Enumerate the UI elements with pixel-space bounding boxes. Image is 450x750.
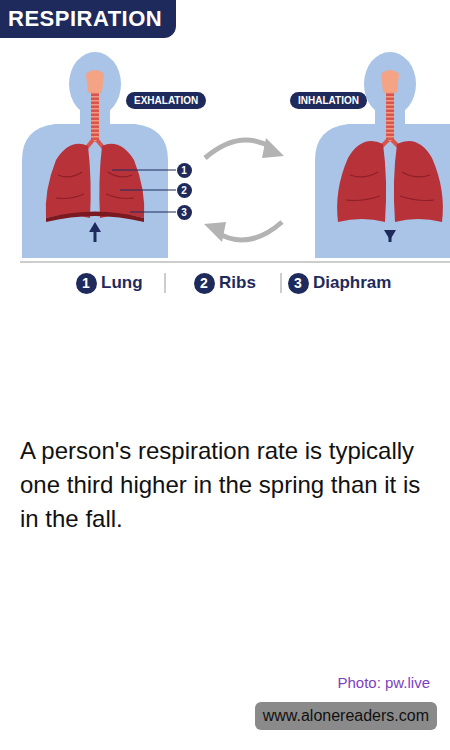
node-text: 3 — [294, 275, 302, 291]
photo-credit: Photo: pw.live — [337, 674, 430, 691]
node-text: INHALATION — [298, 95, 359, 106]
callout-number: 1 — [177, 163, 192, 178]
divider — [20, 262, 450, 263]
body-silhouette — [22, 52, 168, 258]
title-banner: RESPIRATION — [0, 0, 176, 38]
node-text: 1 — [181, 165, 187, 176]
state-pill: INHALATION — [290, 92, 367, 109]
callout-number: 2 — [177, 183, 192, 198]
legend-item: Lung — [101, 273, 143, 293]
legend-number: 3 — [288, 273, 309, 294]
node-text: EXHALATION — [134, 95, 198, 106]
callout-number: 3 — [177, 205, 192, 220]
separator — [165, 273, 166, 293]
node-text: 2 — [200, 275, 208, 291]
caption-text: A person's respiration rate is typically… — [20, 434, 435, 536]
state-pill: EXHALATION — [126, 92, 206, 109]
node-text: 3 — [181, 207, 187, 218]
separator — [281, 273, 282, 293]
node-text: www.alonereaders.com — [263, 707, 429, 724]
watermark-box: www.alonereaders.com — [255, 702, 437, 730]
legend-text: Ribs — [219, 273, 256, 292]
node-text: 2 — [181, 185, 187, 196]
legend-number: 2 — [194, 273, 215, 294]
legend-text: Lung — [101, 273, 143, 292]
legend-item: Ribs — [219, 273, 256, 293]
legend-number: 1 — [76, 273, 97, 294]
legend-item: Diaphram — [313, 273, 391, 293]
cycle-arrows — [204, 138, 284, 242]
legend-text: Diaphram — [313, 273, 391, 292]
node-text: 1 — [82, 275, 90, 291]
body-silhouette — [315, 52, 450, 258]
